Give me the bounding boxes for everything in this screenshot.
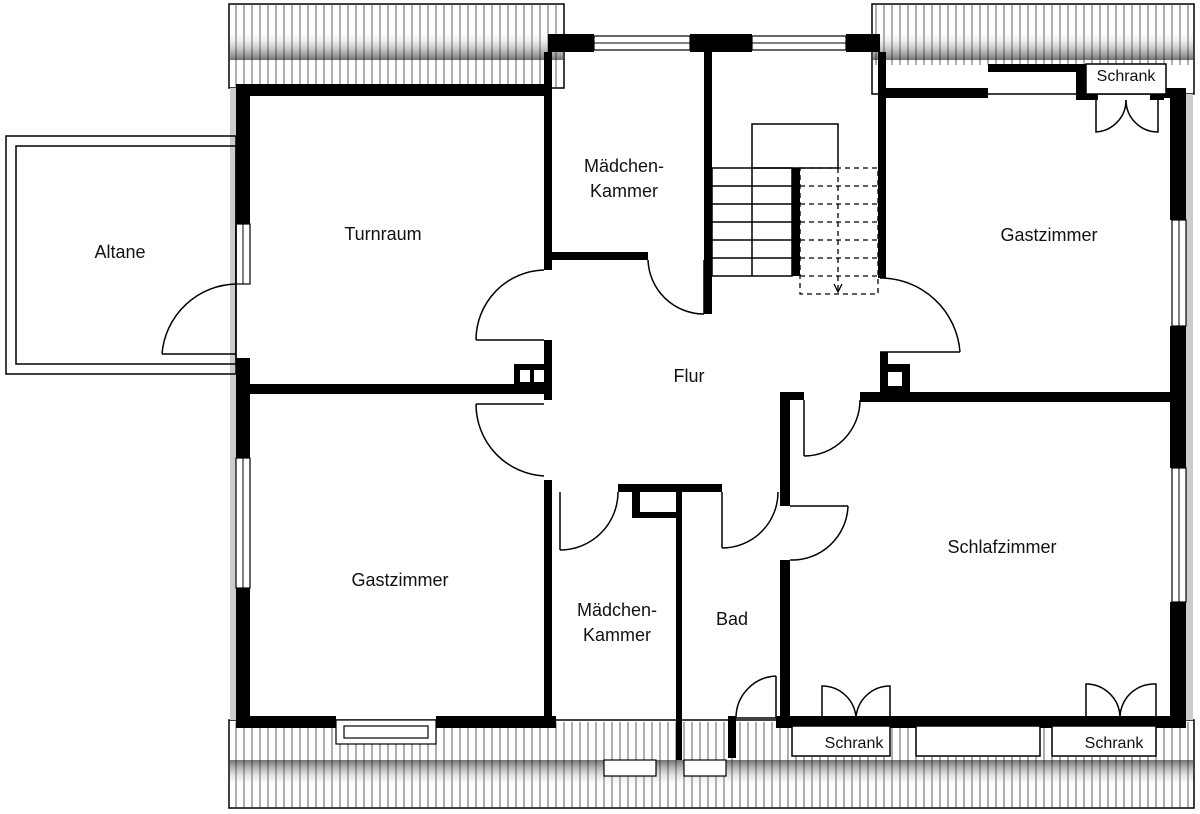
interior-walls	[236, 52, 1186, 760]
doors	[161, 259, 961, 719]
wardrobe-label-bottom-right: Schrank	[1085, 735, 1145, 752]
room-label-bad: Bad	[716, 609, 748, 629]
wardrobe-label-top-right: Schrank	[1097, 68, 1157, 85]
exterior-walls	[236, 34, 1186, 728]
room-label-maedchen-bottom-1: Mädchen-	[577, 600, 657, 620]
room-label-schlafzimmer: Schlafzimmer	[947, 537, 1056, 557]
wardrobe-label-bottom-middle: Schrank	[825, 735, 885, 752]
wardrobes	[791, 63, 1167, 757]
room-label-maedchen-top-2: Kammer	[590, 181, 658, 201]
room-label-turnraum: Turnraum	[344, 224, 421, 244]
room-label-gastzimmer-top: Gastzimmer	[1000, 225, 1097, 245]
room-label-maedchen-bottom-2: Kammer	[583, 625, 651, 645]
windows	[235, 35, 1187, 777]
room-label-maedchen-top-1: Mädchen-	[584, 156, 664, 176]
room-label-altane: Altane	[94, 242, 145, 262]
room-label-flur: Flur	[674, 366, 705, 386]
balcony	[5, 135, 237, 375]
room-label-gastzimmer-left: Gastzimmer	[351, 570, 448, 590]
staircase	[711, 123, 879, 295]
